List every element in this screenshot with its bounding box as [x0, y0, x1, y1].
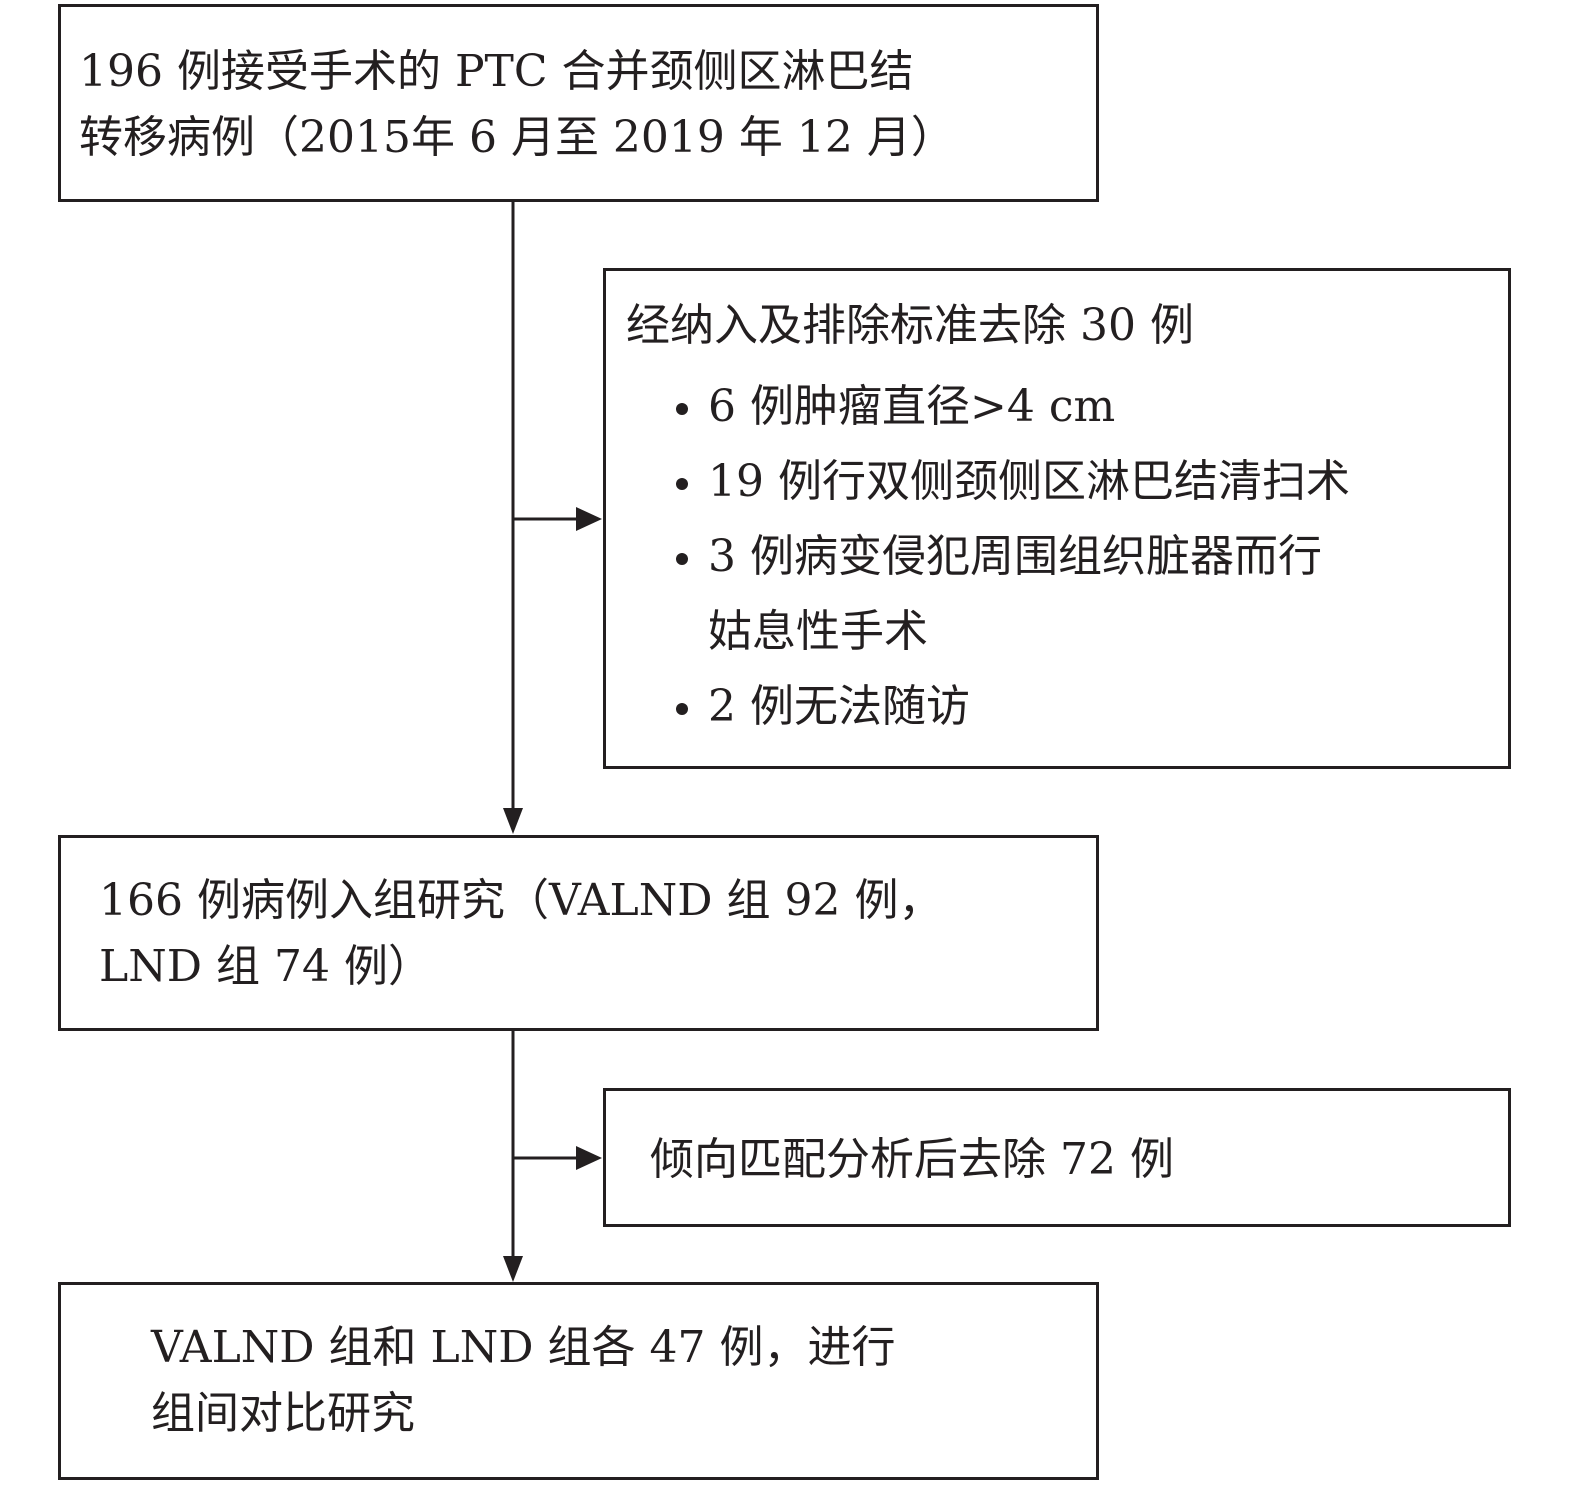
exclusion-heading: 经纳入及排除标准去除 30 例	[626, 300, 1194, 351]
initial-cases-line-1: 196 例接受手术的 PTC 合并颈侧区淋巴结	[79, 46, 914, 97]
exclusion-item: 6 例肿瘤直径>4 cm	[676, 369, 1350, 444]
exclusion-item-continuation: 姑息性手术	[708, 606, 928, 657]
exclusion-item: 19 例行双侧颈侧区淋巴结清扫术	[676, 444, 1350, 519]
enrolled-line-2: LND 组 74 例）	[99, 941, 432, 992]
final-line-1: VALND 组和 LND 组各 47 例，进行	[151, 1322, 896, 1373]
exclusion-item-text: 3 例病变侵犯周围组织脏器而行	[708, 531, 1322, 582]
exclusion-criteria-box: 经纳入及排除标准去除 30 例 6 例肿瘤直径>4 cm 19 例行双侧颈侧区淋…	[603, 268, 1511, 769]
initial-cases-text: 196 例接受手术的 PTC 合并颈侧区淋巴结 转移病例（2015年 6 月至 …	[79, 39, 955, 171]
right-arrow-head-1	[576, 507, 602, 531]
down-arrow-head-1	[503, 808, 523, 834]
final-line-2: 组间对比研究	[151, 1388, 415, 1439]
down-arrow-head-2	[503, 1256, 523, 1282]
initial-cases-line-2: 转移病例（2015年 6 月至 2019 年 12 月）	[79, 112, 955, 163]
exclusion-item: 2 例无法随访	[676, 669, 1350, 744]
propensity-exclusion-text: 倾向匹配分析后去除 72 例	[650, 1134, 1174, 1185]
enrolled-cases-text: 166 例病例入组研究（VALND 组 92 例， LND 组 74 例）	[99, 868, 942, 1000]
initial-cases-box: 196 例接受手术的 PTC 合并颈侧区淋巴结 转移病例（2015年 6 月至 …	[58, 4, 1099, 202]
enrolled-cases-box: 166 例病例入组研究（VALND 组 92 例， LND 组 74 例）	[58, 835, 1099, 1031]
final-comparison-text: VALND 组和 LND 组各 47 例，进行 组间对比研究	[151, 1315, 895, 1447]
exclusion-item-multiline: 3 例病变侵犯周围组织脏器而行 姑息性手术	[676, 519, 1350, 669]
enrolled-line-1: 166 例病例入组研究（VALND 组 92 例，	[99, 875, 943, 926]
exclusion-list: 6 例肿瘤直径>4 cm 19 例行双侧颈侧区淋巴结清扫术 3 例病变侵犯周围组…	[676, 369, 1350, 744]
final-comparison-box: VALND 组和 LND 组各 47 例，进行 组间对比研究	[58, 1282, 1099, 1480]
propensity-exclusion-box: 倾向匹配分析后去除 72 例	[603, 1088, 1511, 1227]
right-arrow-head-2	[576, 1146, 602, 1170]
